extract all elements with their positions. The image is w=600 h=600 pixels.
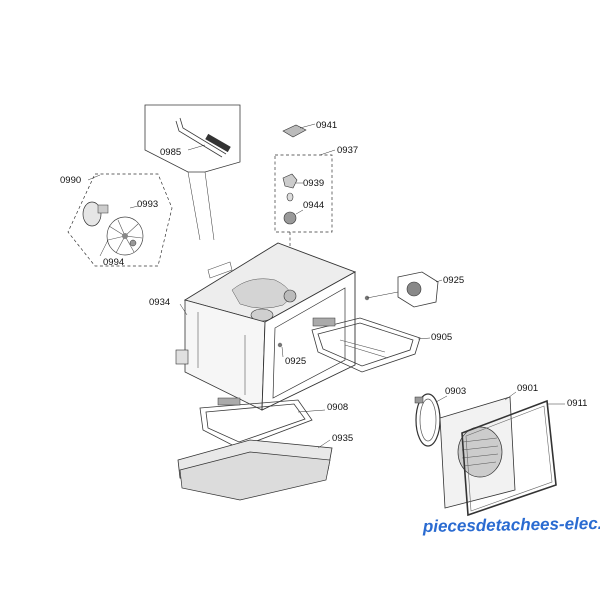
- part-label-0944: 0944: [303, 200, 324, 211]
- insulation-0935: [177, 439, 333, 501]
- probe-detail-callout: [144, 104, 241, 241]
- fan-blade-icon: [106, 216, 144, 256]
- lamp-cover-icon: [282, 173, 298, 189]
- door-seal-0911: [461, 399, 565, 517]
- part-label-0903: 0903: [445, 386, 466, 397]
- part-label-0994: 0994: [103, 257, 124, 268]
- site-watermark: piecesdetachees-elec.com: [422, 513, 600, 536]
- part-label-0939: 0939: [303, 178, 324, 189]
- bottom-element-0908: [199, 397, 326, 449]
- part-label-0937: 0937: [337, 145, 358, 156]
- part-label-0925-upper: 0925: [443, 275, 464, 286]
- part-label-0911: 0911: [567, 398, 587, 409]
- part-label-0941: 0941: [316, 120, 337, 131]
- part-label-0985: 0985: [160, 147, 181, 158]
- fan-motor-icon: [82, 201, 102, 227]
- part-label-0905: 0905: [431, 332, 452, 343]
- part-label-0908: 0908: [327, 402, 348, 413]
- part-label-0993: 0993: [137, 199, 158, 210]
- lamp-socket-icon: [283, 211, 297, 225]
- fan-cover-0901: [439, 391, 517, 509]
- fan-motor-group: [67, 173, 173, 267]
- probe-coil-icon: [205, 133, 231, 153]
- clip-part-0941: [282, 123, 316, 138]
- part-label-0934: 0934: [149, 297, 170, 308]
- grill-element-0905: [311, 317, 431, 373]
- part-label-0990: 0990: [60, 175, 81, 186]
- part-label-0925-lower: 0925: [285, 356, 306, 367]
- part-label-0935: 0935: [332, 433, 353, 444]
- knob-icon: [406, 281, 422, 297]
- knob-part-0925: [366, 271, 443, 308]
- oven-cavity: [175, 242, 370, 411]
- part-label-0901: 0901: [517, 383, 538, 394]
- bulb-icon: [286, 192, 294, 202]
